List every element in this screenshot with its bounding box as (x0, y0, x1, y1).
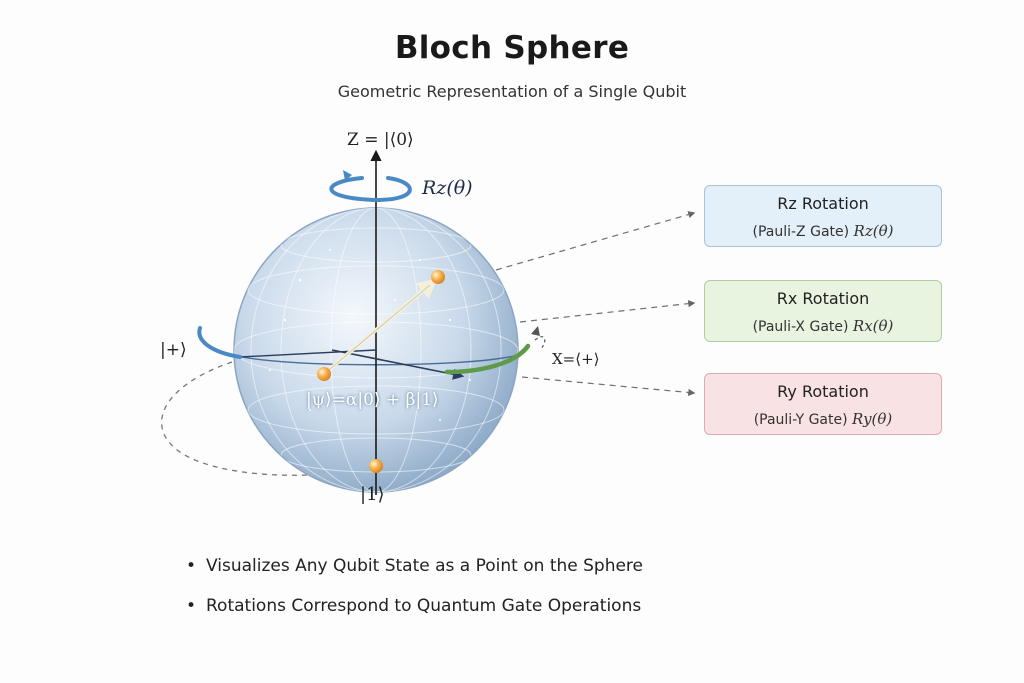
bullet-dot-icon: • (186, 596, 197, 616)
page-subtitle: Geometric Representation of a Single Qub… (337, 82, 687, 101)
page-title: Bloch Sphere (394, 30, 630, 66)
rz-rotation-card: Rz Rotation (Pauli-Z Gate) Rz(θ) (704, 185, 942, 247)
rz-card-title: Rz Rotation (777, 194, 869, 213)
x-axis-label: X=⟨+⟩ (552, 350, 600, 368)
ket-one-label: |1⟩ (360, 484, 385, 505)
ry-card-formula: Ry(θ) (852, 410, 893, 428)
rz-rotation-arrow-icon (329, 170, 412, 203)
ry-card-gate: (Pauli-Y Gate) (753, 412, 848, 428)
state-point (431, 270, 445, 284)
bullet-item: •Rotations Correspond to Quantum Gate Op… (186, 592, 643, 632)
bullet-item: •Visualizes Any Qubit State as a Point o… (186, 552, 643, 592)
ket-one-point (369, 459, 383, 473)
ket-plus-label: |+⟩ (160, 340, 187, 360)
sphere-sparkles (269, 249, 471, 421)
dashed-orbit-path (161, 361, 363, 476)
bullet-list: •Visualizes Any Qubit State as a Point o… (186, 552, 643, 632)
rz-card-formula: Rz(θ) (853, 222, 894, 240)
rx-card-subtitle: (Pauli-X Gate) Rx(θ) (705, 317, 941, 335)
rz-label: Rz(θ) (422, 177, 473, 199)
left-rotation-arrow-icon (197, 326, 242, 359)
ry-card-title: Ry Rotation (777, 382, 869, 401)
rx-card-formula: Rx(θ) (852, 317, 894, 335)
ry-rotation-card: Ry Rotation (Pauli-Y Gate) Ry(θ) (704, 373, 942, 435)
rz-card-gate: (Pauli-Z Gate) (752, 224, 850, 240)
ry-card-subtitle: (Pauli-Y Gate) Ry(θ) (705, 410, 941, 428)
state-equation: |ψ⟩=α|0⟩ + β|1⟩ (306, 390, 439, 410)
rx-card-title: Rx Rotation (776, 289, 870, 308)
rx-card-gate: (Pauli-X Gate) (752, 319, 849, 335)
rx-rotation-card: Rx Rotation (Pauli-X Gate) Rx(θ) (704, 280, 942, 342)
bullet-dot-icon: • (186, 556, 197, 576)
x-rotation-arrow-icon (444, 326, 546, 375)
card-connectors (495, 211, 696, 397)
z-axis-label: Z = |⟨0⟩ (347, 130, 414, 150)
x-axis (331, 349, 465, 380)
rz-card-subtitle: (Pauli-Z Gate) Rz(θ) (705, 222, 941, 240)
origin-point (317, 367, 331, 381)
